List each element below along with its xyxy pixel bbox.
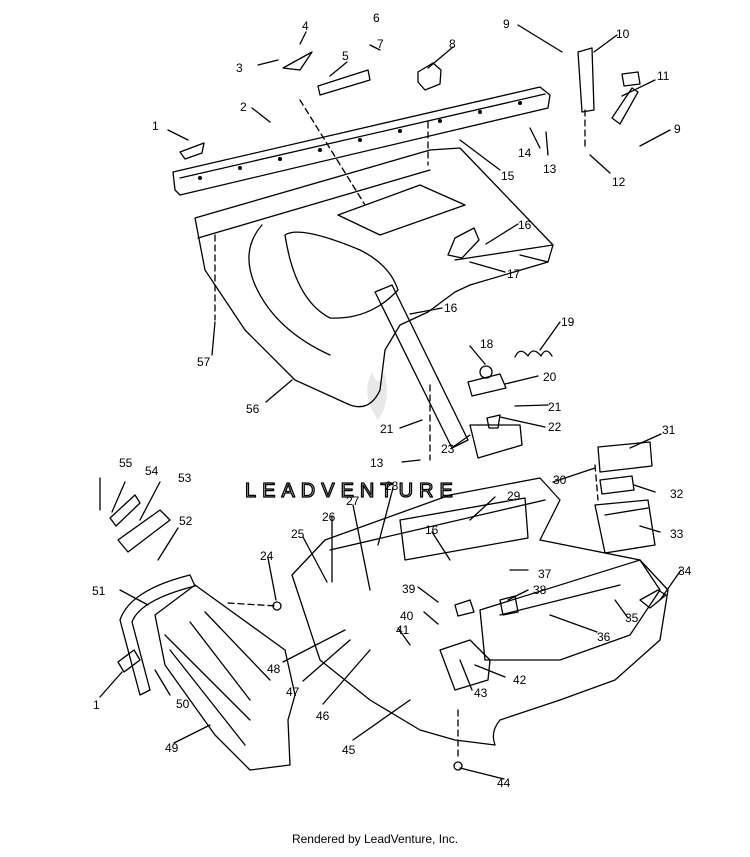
callout: 47 xyxy=(286,685,300,699)
callout: 15 xyxy=(501,169,515,183)
watermark-text: LEADVENTURE xyxy=(245,480,459,502)
callout: 57 xyxy=(197,355,211,369)
callout-labels: 1 2 3 4 5 6 7 8 9 10 11 9 14 13 12 15 16… xyxy=(92,11,692,790)
footer-credit: Rendered by LeadVenture, Inc. xyxy=(291,832,459,846)
callout: 24 xyxy=(260,549,274,563)
callout: 37 xyxy=(538,567,552,581)
callout: 9 xyxy=(674,122,681,136)
callout: 53 xyxy=(178,471,192,485)
callout: 10 xyxy=(616,27,630,41)
callout: 11 xyxy=(657,69,670,83)
callout: 14 xyxy=(518,146,532,160)
callout: 1 xyxy=(93,698,100,712)
callout: 2 xyxy=(240,100,247,114)
callout: 33 xyxy=(670,527,684,541)
callout: 21 xyxy=(548,400,562,414)
callout: 34 xyxy=(678,564,692,578)
callout: 36 xyxy=(597,630,611,644)
callout: 28 xyxy=(385,479,399,493)
callout: 45 xyxy=(342,743,356,757)
callout: 46 xyxy=(316,709,330,723)
lower-assembly xyxy=(99,433,682,780)
callout: 49 xyxy=(165,741,179,755)
callout: 30 xyxy=(553,473,567,487)
callout: 48 xyxy=(267,662,281,676)
callout: 20 xyxy=(543,370,557,384)
callout: 3 xyxy=(236,61,243,75)
callout: 22 xyxy=(548,420,562,434)
callout: 7 xyxy=(377,37,384,51)
callout: 40 xyxy=(400,609,414,623)
callout: 44 xyxy=(497,776,511,790)
callout: 4 xyxy=(302,19,309,33)
watermark: LEADVENTURE xyxy=(244,372,459,503)
callout: 17 xyxy=(507,267,521,281)
callout: 13 xyxy=(370,456,384,470)
upper-assembly xyxy=(167,24,671,463)
callout: 31 xyxy=(662,423,676,437)
callout: 43 xyxy=(474,686,488,700)
callout: 16 xyxy=(518,218,532,232)
callout: 5 xyxy=(342,49,349,63)
callout: 32 xyxy=(670,487,684,501)
callout: 16 xyxy=(444,301,458,315)
callout: 29 xyxy=(507,489,521,503)
callout: 9 xyxy=(503,17,510,31)
callout: 56 xyxy=(246,402,260,416)
callout: 54 xyxy=(145,464,159,478)
callout: 39 xyxy=(402,582,416,596)
callout: 13 xyxy=(543,162,557,176)
callout: 35 xyxy=(625,611,639,625)
callout: 12 xyxy=(612,175,626,189)
callout: 18 xyxy=(480,337,494,351)
callout: 8 xyxy=(449,37,456,51)
callout: 6 xyxy=(373,11,380,25)
callout: 16 xyxy=(425,523,439,537)
callout: 55 xyxy=(119,456,133,470)
callout: 26 xyxy=(322,510,336,524)
callout: 41 xyxy=(396,623,410,637)
callout: 50 xyxy=(176,697,190,711)
callout: 23 xyxy=(441,442,455,456)
callout: 19 xyxy=(561,315,575,329)
callout: 21 xyxy=(380,422,394,436)
callout: 52 xyxy=(179,514,193,528)
callout: 51 xyxy=(92,584,106,598)
callout: 42 xyxy=(513,673,527,687)
callout: 38 xyxy=(533,583,547,597)
callout: 27 xyxy=(346,494,360,508)
callout: 25 xyxy=(291,527,305,541)
callout: 1 xyxy=(152,119,159,133)
